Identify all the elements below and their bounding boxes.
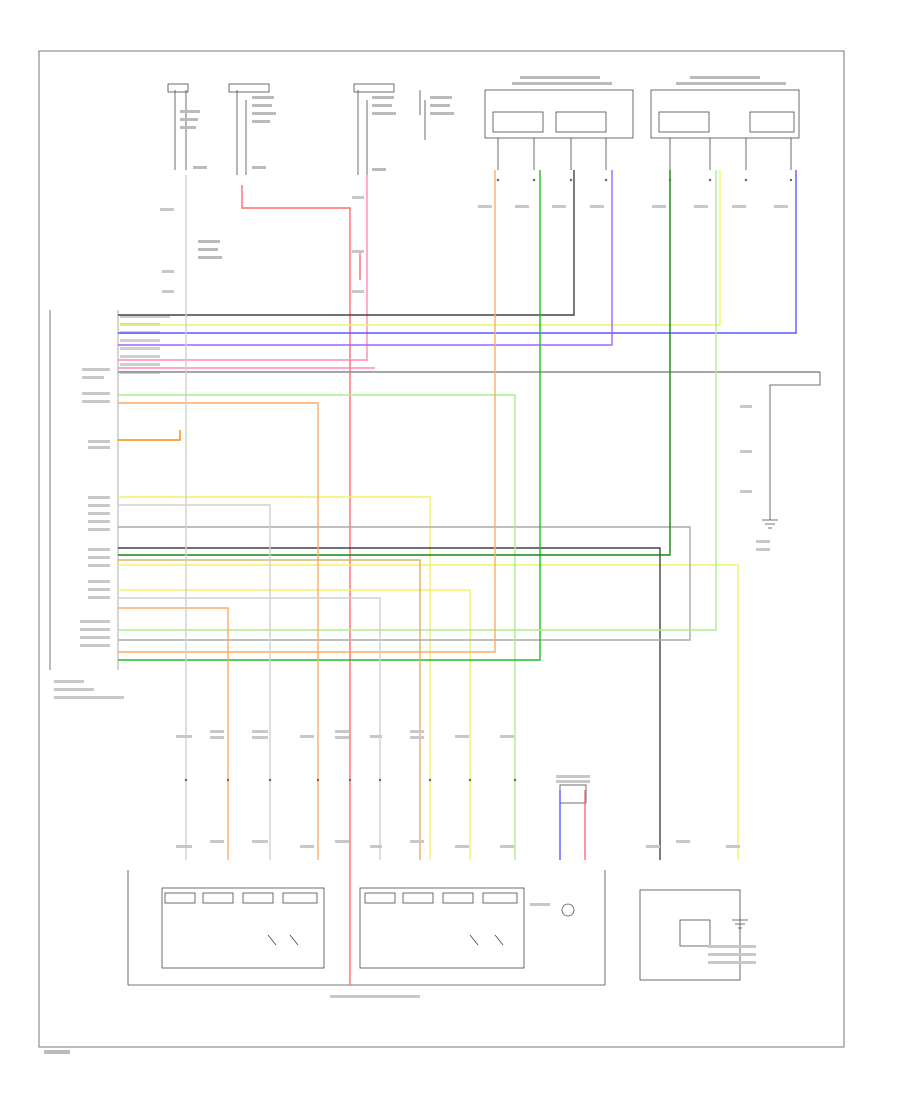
bottom-switch-units [127, 775, 756, 998]
wires [118, 170, 821, 985]
power-sources [167, 83, 454, 259]
wire-label-marks [160, 196, 788, 848]
footer-code-mark [44, 1050, 70, 1054]
diagram-frame [38, 50, 845, 1048]
connector-terminals [184, 178, 793, 782]
top-sensor-modules [484, 76, 800, 170]
